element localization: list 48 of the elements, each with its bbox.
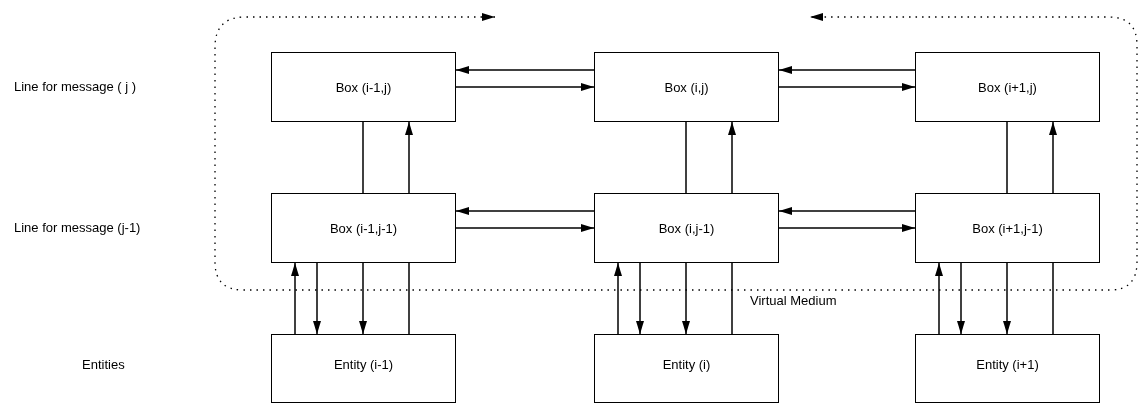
arrow xyxy=(291,262,299,335)
node-label: Entity (i-1) xyxy=(333,357,394,372)
process-box xyxy=(594,52,779,122)
node-label: Box (i-1,j) xyxy=(335,79,392,95)
arrow xyxy=(636,262,644,335)
arrow xyxy=(455,83,595,91)
arrow xyxy=(778,224,916,232)
arrow xyxy=(957,262,965,335)
node-label: Box (i+1,j) xyxy=(978,79,1037,95)
connector-line xyxy=(1006,121,1008,194)
arrow xyxy=(405,121,413,194)
entity-box xyxy=(271,334,456,403)
row-label: Line for message (j-1) xyxy=(14,220,141,235)
arrow xyxy=(455,66,595,74)
arrow xyxy=(313,262,321,335)
process-box xyxy=(915,52,1100,122)
connector-line xyxy=(685,121,687,194)
arrow xyxy=(778,83,916,91)
row-label: Virtual Medium xyxy=(750,293,837,308)
connector-line xyxy=(362,121,364,194)
arrow xyxy=(359,262,367,335)
arrow xyxy=(1003,262,1011,335)
entity-box xyxy=(594,334,779,403)
arrow xyxy=(614,262,622,335)
entity-box xyxy=(915,334,1100,403)
arrow xyxy=(778,66,916,74)
row-label: Entities xyxy=(82,357,125,372)
connector-line xyxy=(1052,262,1054,335)
arrow xyxy=(1049,121,1057,194)
arrow xyxy=(455,224,595,232)
row-label: Line for message ( j ) xyxy=(14,79,137,94)
arrow xyxy=(682,262,690,335)
node-label: Box (i,j-1) xyxy=(658,220,715,236)
node-label: Box (i-1,j-1) xyxy=(329,220,398,236)
connector-line xyxy=(408,262,410,335)
node-label: Box (i+1,j-1) xyxy=(972,220,1043,236)
arrow xyxy=(728,121,736,194)
node-label: Box (i,j) xyxy=(664,79,709,95)
process-box xyxy=(594,193,779,263)
connector-line xyxy=(731,262,733,335)
arrow xyxy=(935,262,943,335)
process-box xyxy=(915,193,1100,263)
node-label: Entity (i+1) xyxy=(976,357,1039,372)
node-label: Entity (i) xyxy=(662,357,711,372)
arrow xyxy=(778,207,916,215)
process-box xyxy=(271,193,456,263)
process-box xyxy=(271,52,456,122)
arrow xyxy=(455,207,595,215)
